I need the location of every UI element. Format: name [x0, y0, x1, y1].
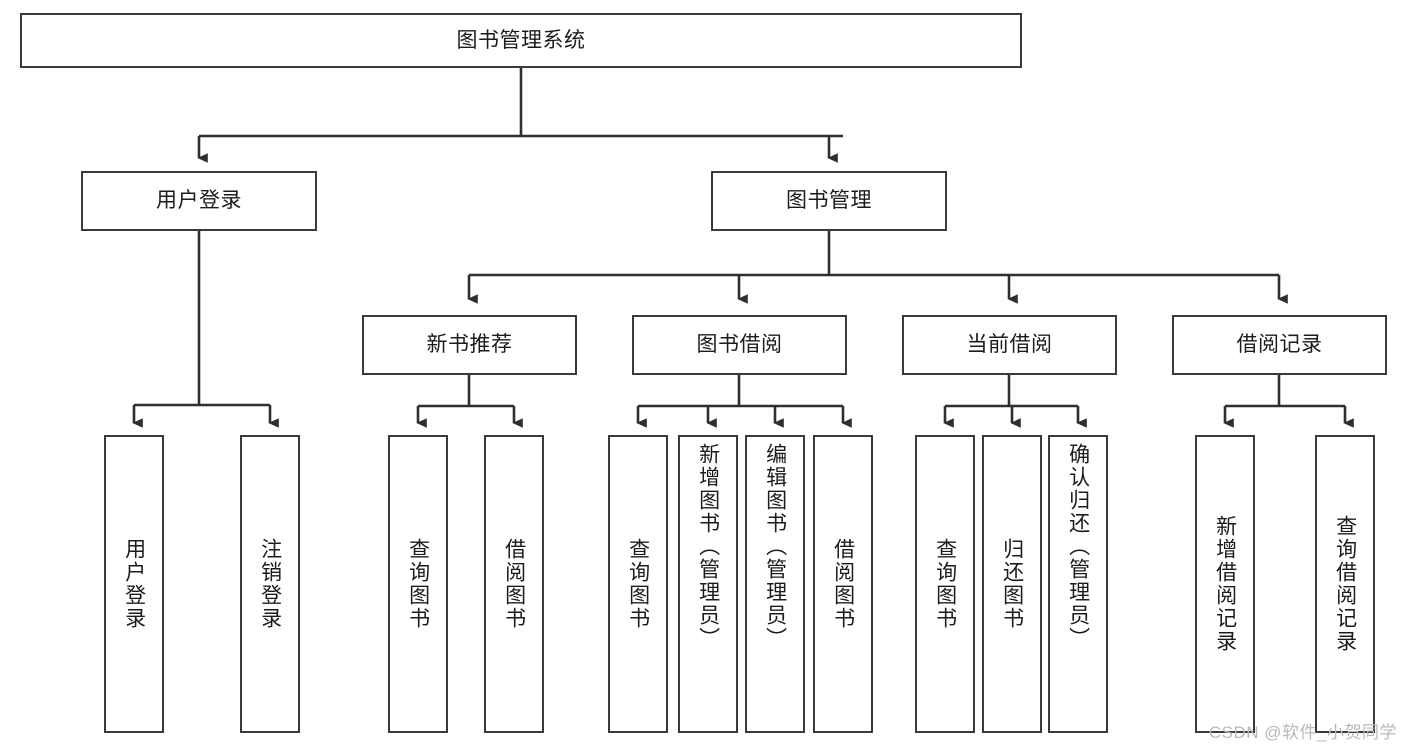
leaf-confirm-return[interactable]: 确认归还（管理员） — [1048, 435, 1108, 733]
leaf-confirm-return-label: 确认归还（管理员） — [1066, 443, 1090, 650]
leaf-query-book-3[interactable]: 查询图书 — [915, 435, 975, 733]
node-root-label: 图书管理系统 — [456, 28, 586, 52]
leaf-query-book-3-label: 查询图书 — [933, 538, 957, 630]
node-user-login[interactable]: 用户登录 — [81, 171, 317, 231]
leaf-return-book-label: 归还图书 — [1000, 538, 1024, 630]
leaf-query-book-2[interactable]: 查询图书 — [608, 435, 668, 733]
leaf-user-login-label: 用户登录 — [122, 538, 146, 630]
node-new-book-rec[interactable]: 新书推荐 — [362, 315, 577, 375]
leaf-user-login[interactable]: 用户登录 — [104, 435, 164, 733]
node-current-borrow-label: 当前借阅 — [966, 333, 1053, 357]
leaf-borrow-book-2-label: 借阅图书 — [831, 538, 855, 630]
node-root[interactable]: 图书管理系统 — [20, 13, 1022, 68]
node-book-admin-label: 图书管理 — [786, 189, 872, 213]
leaf-add-record[interactable]: 新增借阅记录 — [1195, 435, 1255, 733]
node-book-admin[interactable]: 图书管理 — [711, 171, 947, 231]
node-borrow-record-label: 借阅记录 — [1236, 333, 1323, 357]
node-user-login-label: 用户登录 — [156, 189, 242, 213]
leaf-borrow-book-1-label: 借阅图书 — [502, 538, 526, 630]
leaf-query-book-1-label: 查询图书 — [406, 538, 430, 630]
node-book-borrow[interactable]: 图书借阅 — [632, 315, 847, 375]
node-borrow-record[interactable]: 借阅记录 — [1172, 315, 1387, 375]
watermark-text: CSDN @软件_小贺同学 — [1208, 723, 1397, 742]
node-new-book-rec-label: 新书推荐 — [426, 333, 513, 357]
leaf-user-logout[interactable]: 注销登录 — [240, 435, 300, 733]
leaf-return-book[interactable]: 归还图书 — [982, 435, 1042, 733]
leaf-add-record-label: 新增借阅记录 — [1213, 515, 1237, 653]
leaf-add-book[interactable]: 新增图书（管理员） — [678, 435, 738, 733]
leaf-query-record[interactable]: 查询借阅记录 — [1315, 435, 1375, 733]
leaf-query-book-2-label: 查询图书 — [626, 538, 650, 630]
leaf-borrow-book-2[interactable]: 借阅图书 — [813, 435, 873, 733]
leaf-add-book-label: 新增图书（管理员） — [696, 443, 720, 650]
leaf-query-record-label: 查询借阅记录 — [1333, 515, 1357, 653]
node-current-borrow[interactable]: 当前借阅 — [902, 315, 1117, 375]
node-book-borrow-label: 图书借阅 — [696, 333, 783, 357]
leaf-edit-book[interactable]: 编辑图书（管理员） — [745, 435, 805, 733]
leaf-borrow-book-1[interactable]: 借阅图书 — [484, 435, 544, 733]
leaf-user-logout-label: 注销登录 — [258, 538, 282, 630]
leaf-query-book-1[interactable]: 查询图书 — [388, 435, 448, 733]
leaf-edit-book-label: 编辑图书（管理员） — [763, 443, 787, 650]
